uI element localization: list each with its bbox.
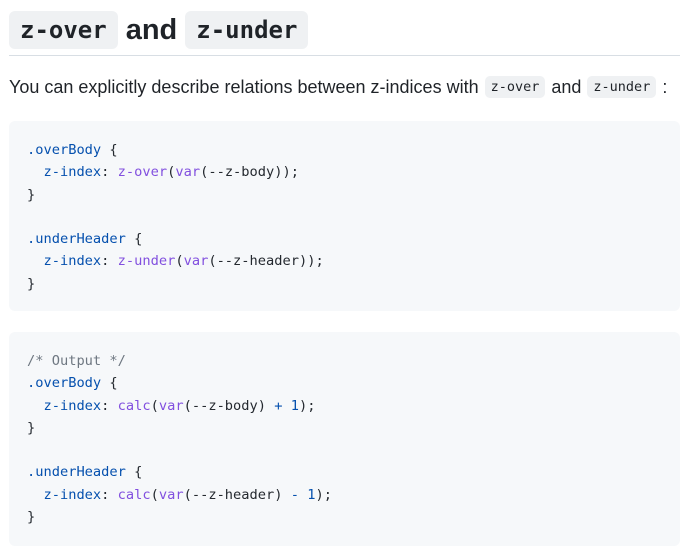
code-punctuation: : (101, 397, 118, 414)
css-function: var (158, 486, 184, 503)
code-line: z-index: z-under(var(--z-header)); (27, 250, 662, 272)
code-punctuation: { (101, 142, 118, 158)
css-function: z-under (117, 253, 176, 270)
code-punctuation: { (125, 231, 143, 248)
code-text: (--z-body) (183, 397, 275, 414)
css-function: var (158, 397, 184, 414)
css-selector: .overBody (27, 375, 102, 392)
code-punctuation: { (101, 375, 118, 392)
code-indent (27, 164, 43, 180)
code-comment: /* Output */ (27, 353, 126, 369)
code-block-output: /* Output */ .overBody { z-index: calc(v… (9, 332, 680, 546)
code-line-empty (27, 439, 662, 461)
code-punctuation: } (27, 509, 36, 526)
code-punctuation: { (125, 464, 143, 481)
code-line: .overBody { (27, 139, 662, 161)
code-line-empty (27, 206, 662, 228)
code-number: 1 (307, 486, 316, 503)
css-property: z-index (43, 253, 102, 270)
css-function: var (183, 253, 209, 270)
css-property: z-index (43, 164, 102, 181)
heading-code-z-under: z-under (185, 11, 309, 49)
code-punctuation: ( (150, 397, 159, 414)
css-property: z-index (43, 486, 102, 503)
css-function: calc (117, 486, 151, 503)
inline-code-z-over: z-over (484, 76, 546, 98)
code-punctuation: : (101, 164, 118, 181)
code-indent (27, 487, 43, 503)
code-indent (27, 398, 43, 414)
description-paragraph: You can explicitly describe relations be… (9, 74, 667, 100)
code-indent (27, 253, 43, 269)
code-text: (--z-body)); (200, 164, 299, 181)
code-line: } (27, 184, 662, 206)
css-function: var (175, 164, 201, 181)
code-punctuation: } (27, 419, 36, 436)
inline-code-z-under: z-under (587, 76, 657, 98)
paragraph-text-after: : (662, 76, 668, 97)
code-punctuation: } (27, 186, 36, 203)
code-text: (--z-header) (183, 486, 291, 503)
code-space (283, 398, 291, 414)
heading-code-z-over: z-over (9, 11, 118, 49)
code-block-input: .overBody { z-index: z-over(var(--z-body… (9, 121, 680, 311)
code-operator: + (274, 397, 283, 414)
code-punctuation: ); (315, 486, 332, 503)
code-punctuation: ( (150, 486, 159, 503)
code-line: /* Output */ (27, 350, 662, 372)
heading-divider (9, 55, 680, 56)
paragraph-text-middle: and (551, 76, 582, 97)
code-line: } (27, 506, 662, 528)
heading-word-and: and (125, 13, 178, 46)
code-operator: - (290, 486, 299, 503)
code-line: z-index: calc(var(--z-body) + 1); (27, 395, 662, 417)
code-number: 1 (290, 397, 300, 414)
code-punctuation: ); (299, 397, 316, 414)
code-punctuation: } (27, 275, 36, 292)
css-function: calc (117, 397, 151, 414)
css-selector: .underHeader (27, 231, 126, 248)
css-selector: .underHeader (27, 464, 126, 481)
code-punctuation: ( (167, 164, 176, 181)
css-selector: .overBody (27, 142, 102, 158)
code-space (299, 487, 307, 503)
paragraph-text-before: You can explicitly describe relations be… (9, 76, 479, 97)
code-punctuation: : (101, 253, 118, 270)
code-text: (--z-header)); (208, 253, 324, 270)
code-line: } (27, 273, 662, 295)
code-line: .underHeader { (27, 461, 662, 483)
css-property: z-index (43, 397, 102, 414)
code-punctuation: : (101, 486, 118, 503)
code-line: .underHeader { (27, 228, 662, 250)
section-heading: z-over and z-under (9, 10, 309, 50)
css-function: z-over (117, 164, 168, 181)
code-line: } (27, 417, 662, 439)
code-line: .overBody { (27, 372, 662, 394)
code-punctuation: ( (175, 253, 184, 270)
code-line: z-index: calc(var(--z-header) - 1); (27, 484, 662, 506)
code-line: z-index: z-over(var(--z-body)); (27, 161, 662, 183)
